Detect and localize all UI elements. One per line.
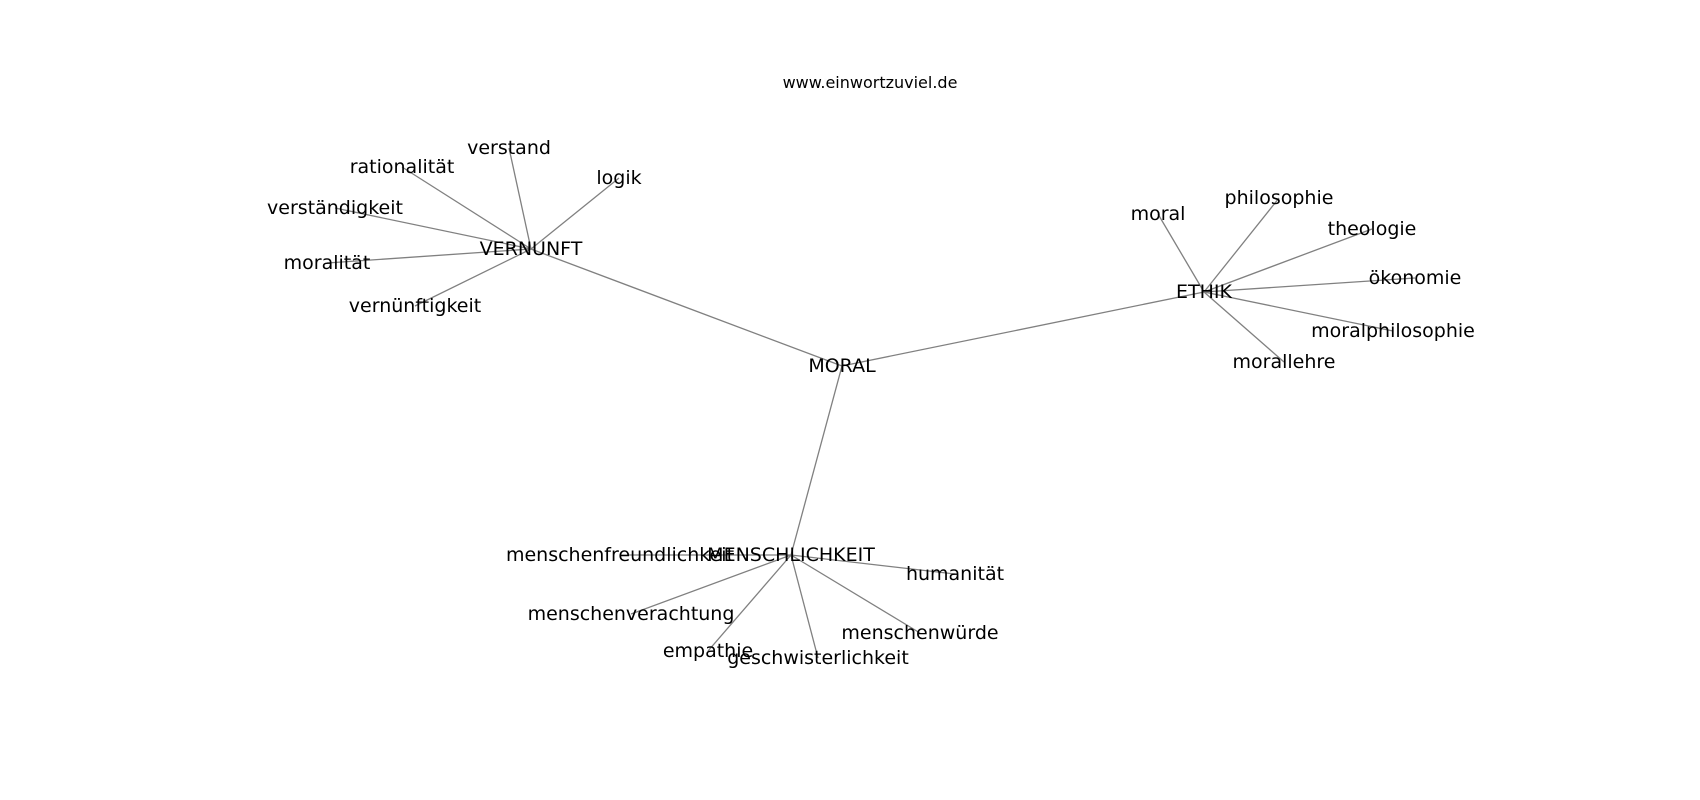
edge-menschlichkeit-menschenverachtung: [630, 554, 792, 615]
edge-menschlichkeit-menschenwuerde: [790, 554, 921, 634]
node-leaf-vernuenftigkeit: vernünftigkeit: [349, 295, 481, 317]
edge-menschlichkeit-humanitaet: [790, 554, 956, 575]
edge-ethik-philosophie: [1203, 197, 1280, 293]
edge-vernunft-rationalitaet: [401, 166, 532, 250]
node-center: MORAL: [808, 355, 876, 377]
node-leaf-verstand: verstand: [467, 137, 551, 159]
node-leaf-theologie: theologie: [1328, 218, 1417, 240]
node-leaf-moralitaet: moralität: [284, 252, 371, 274]
edge-moral-ethik: [841, 291, 1205, 367]
edge-menschlichkeit-geschwisterlichkeit: [790, 554, 819, 659]
edge-vernunft-verstand: [508, 147, 532, 250]
edge-vernunft-moralitaet: [326, 248, 532, 264]
node-leaf-menschenwuerde: menschenwürde: [841, 622, 998, 644]
node-hub-menschlichkeit: MENSCHLICHKEIT: [707, 544, 875, 566]
node-leaf-oekonomie: ökonomie: [1369, 267, 1462, 289]
node-leaf-moralphilosophie: moralphilosophie: [1311, 320, 1475, 342]
node-hub-ethik: ETHIK: [1176, 281, 1233, 303]
edge-moral-menschlichkeit: [790, 365, 843, 556]
edge-ethik-morallehre: [1203, 291, 1285, 363]
edge-menschlichkeit-empathie: [707, 554, 792, 652]
node-leaf-morallehre: morallehre: [1233, 351, 1336, 373]
node-leaf-rationalitaet: rationalität: [350, 156, 455, 178]
node-leaf-philosophie: philosophie: [1225, 187, 1334, 209]
edge-ethik-moral: [1157, 213, 1205, 293]
node-leaf-menschenverachtung: menschenverachtung: [528, 603, 735, 625]
edge-vernunft-verstaendigkeit: [334, 207, 532, 250]
edge-ethik-oekonomie: [1203, 277, 1416, 293]
node-leaf-moral: moral: [1131, 203, 1186, 225]
node-hub-vernunft: VERNUNFT: [480, 238, 583, 260]
node-leaf-logik: logik: [596, 167, 641, 189]
nodes-layer: MORAL VERNUNFT verstand rationalität logik ve…: [267, 137, 1475, 669]
edge-ethik-moralphilosophie: [1203, 291, 1394, 332]
edge-ethik-theologie: [1203, 228, 1373, 293]
edge-vernunft-logik: [530, 177, 620, 250]
edge-moral-vernunft: [530, 248, 843, 367]
node-leaf-geschwisterlichkeit: geschwisterlichkeit: [727, 647, 909, 669]
site-watermark: www.einwortzuviel.de: [783, 73, 958, 92]
edges-layer: [326, 147, 1416, 659]
node-leaf-empathie: empathie: [663, 640, 753, 662]
edge-vernunft-vernuenftigkeit: [414, 248, 532, 307]
node-leaf-humanitaet: humanität: [906, 563, 1004, 585]
node-leaf-menschenfreundlichkeit: menschenfreundlichkeit: [506, 544, 734, 566]
node-leaf-verstaendigkeit: verständigkeit: [267, 197, 403, 219]
